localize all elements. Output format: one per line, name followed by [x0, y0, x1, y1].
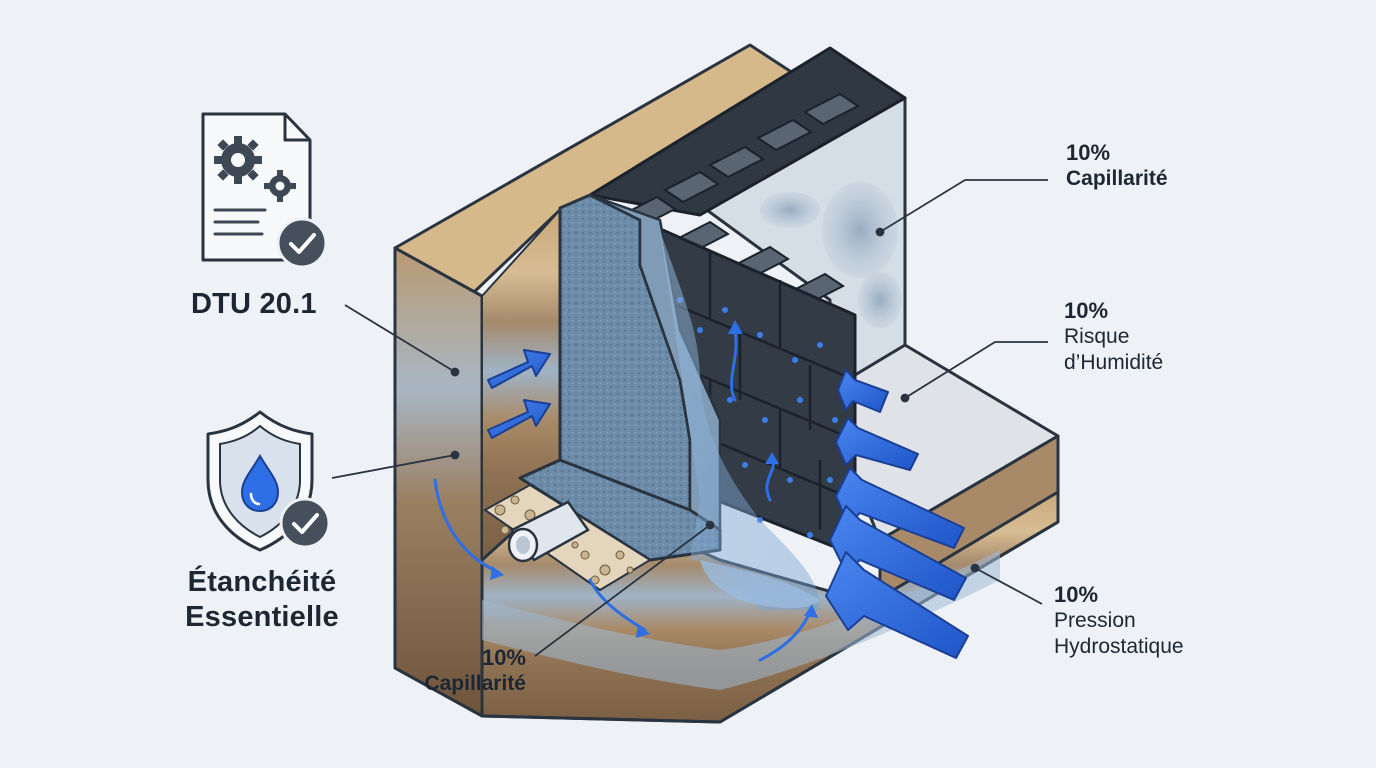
callout-top-right-percent: 10% — [1066, 140, 1111, 165]
waterproofing-title-line2: Essentielle — [185, 600, 339, 633]
drainage-gravel — [483, 483, 652, 592]
callout-bottom-right-label-line1: Pression — [1054, 609, 1136, 633]
callout-bottom-center-percent: 10% — [481, 645, 526, 670]
callout-mid-right-percent: 10% — [1064, 298, 1109, 323]
waterproofing-title-line1: Étanchéité — [187, 566, 337, 598]
leader-lines — [331, 179, 1048, 657]
hydrostatic-arrows — [825, 369, 969, 659]
callout-bottom-center-label: Capillarité — [424, 672, 526, 696]
document-gears-check-icon — [201, 112, 328, 269]
callout-bottom-right-percent: 10% — [1054, 582, 1099, 607]
capillary-arrow-heads — [490, 320, 818, 638]
callout-mid-right: 10% Risque d’Humidité — [1064, 298, 1163, 375]
waterproofing-membrane — [518, 193, 722, 562]
standard-title: DTU 20.1 — [191, 288, 317, 320]
callout-top-right-label: Capillarité — [1066, 167, 1168, 191]
callout-mid-right-label-line1: Risque — [1064, 325, 1130, 349]
callout-mid-right-label-line2: d’Humidité — [1064, 350, 1164, 374]
callout-top-right: 10% Capillarité — [1066, 140, 1168, 192]
water-infiltration — [660, 230, 820, 610]
waterproofing-title: Étanchéité Essentielle — [172, 565, 352, 635]
callout-bottom-center: 10% Capillarité — [396, 645, 526, 697]
callout-bottom-right: 10% Pression Hydrostatique — [1054, 582, 1184, 659]
soil-pressure-arrows — [487, 349, 551, 439]
callout-bottom-right-label-line2: Hydrostatique — [1054, 634, 1184, 658]
shield-water-drop-check-icon — [206, 410, 331, 552]
